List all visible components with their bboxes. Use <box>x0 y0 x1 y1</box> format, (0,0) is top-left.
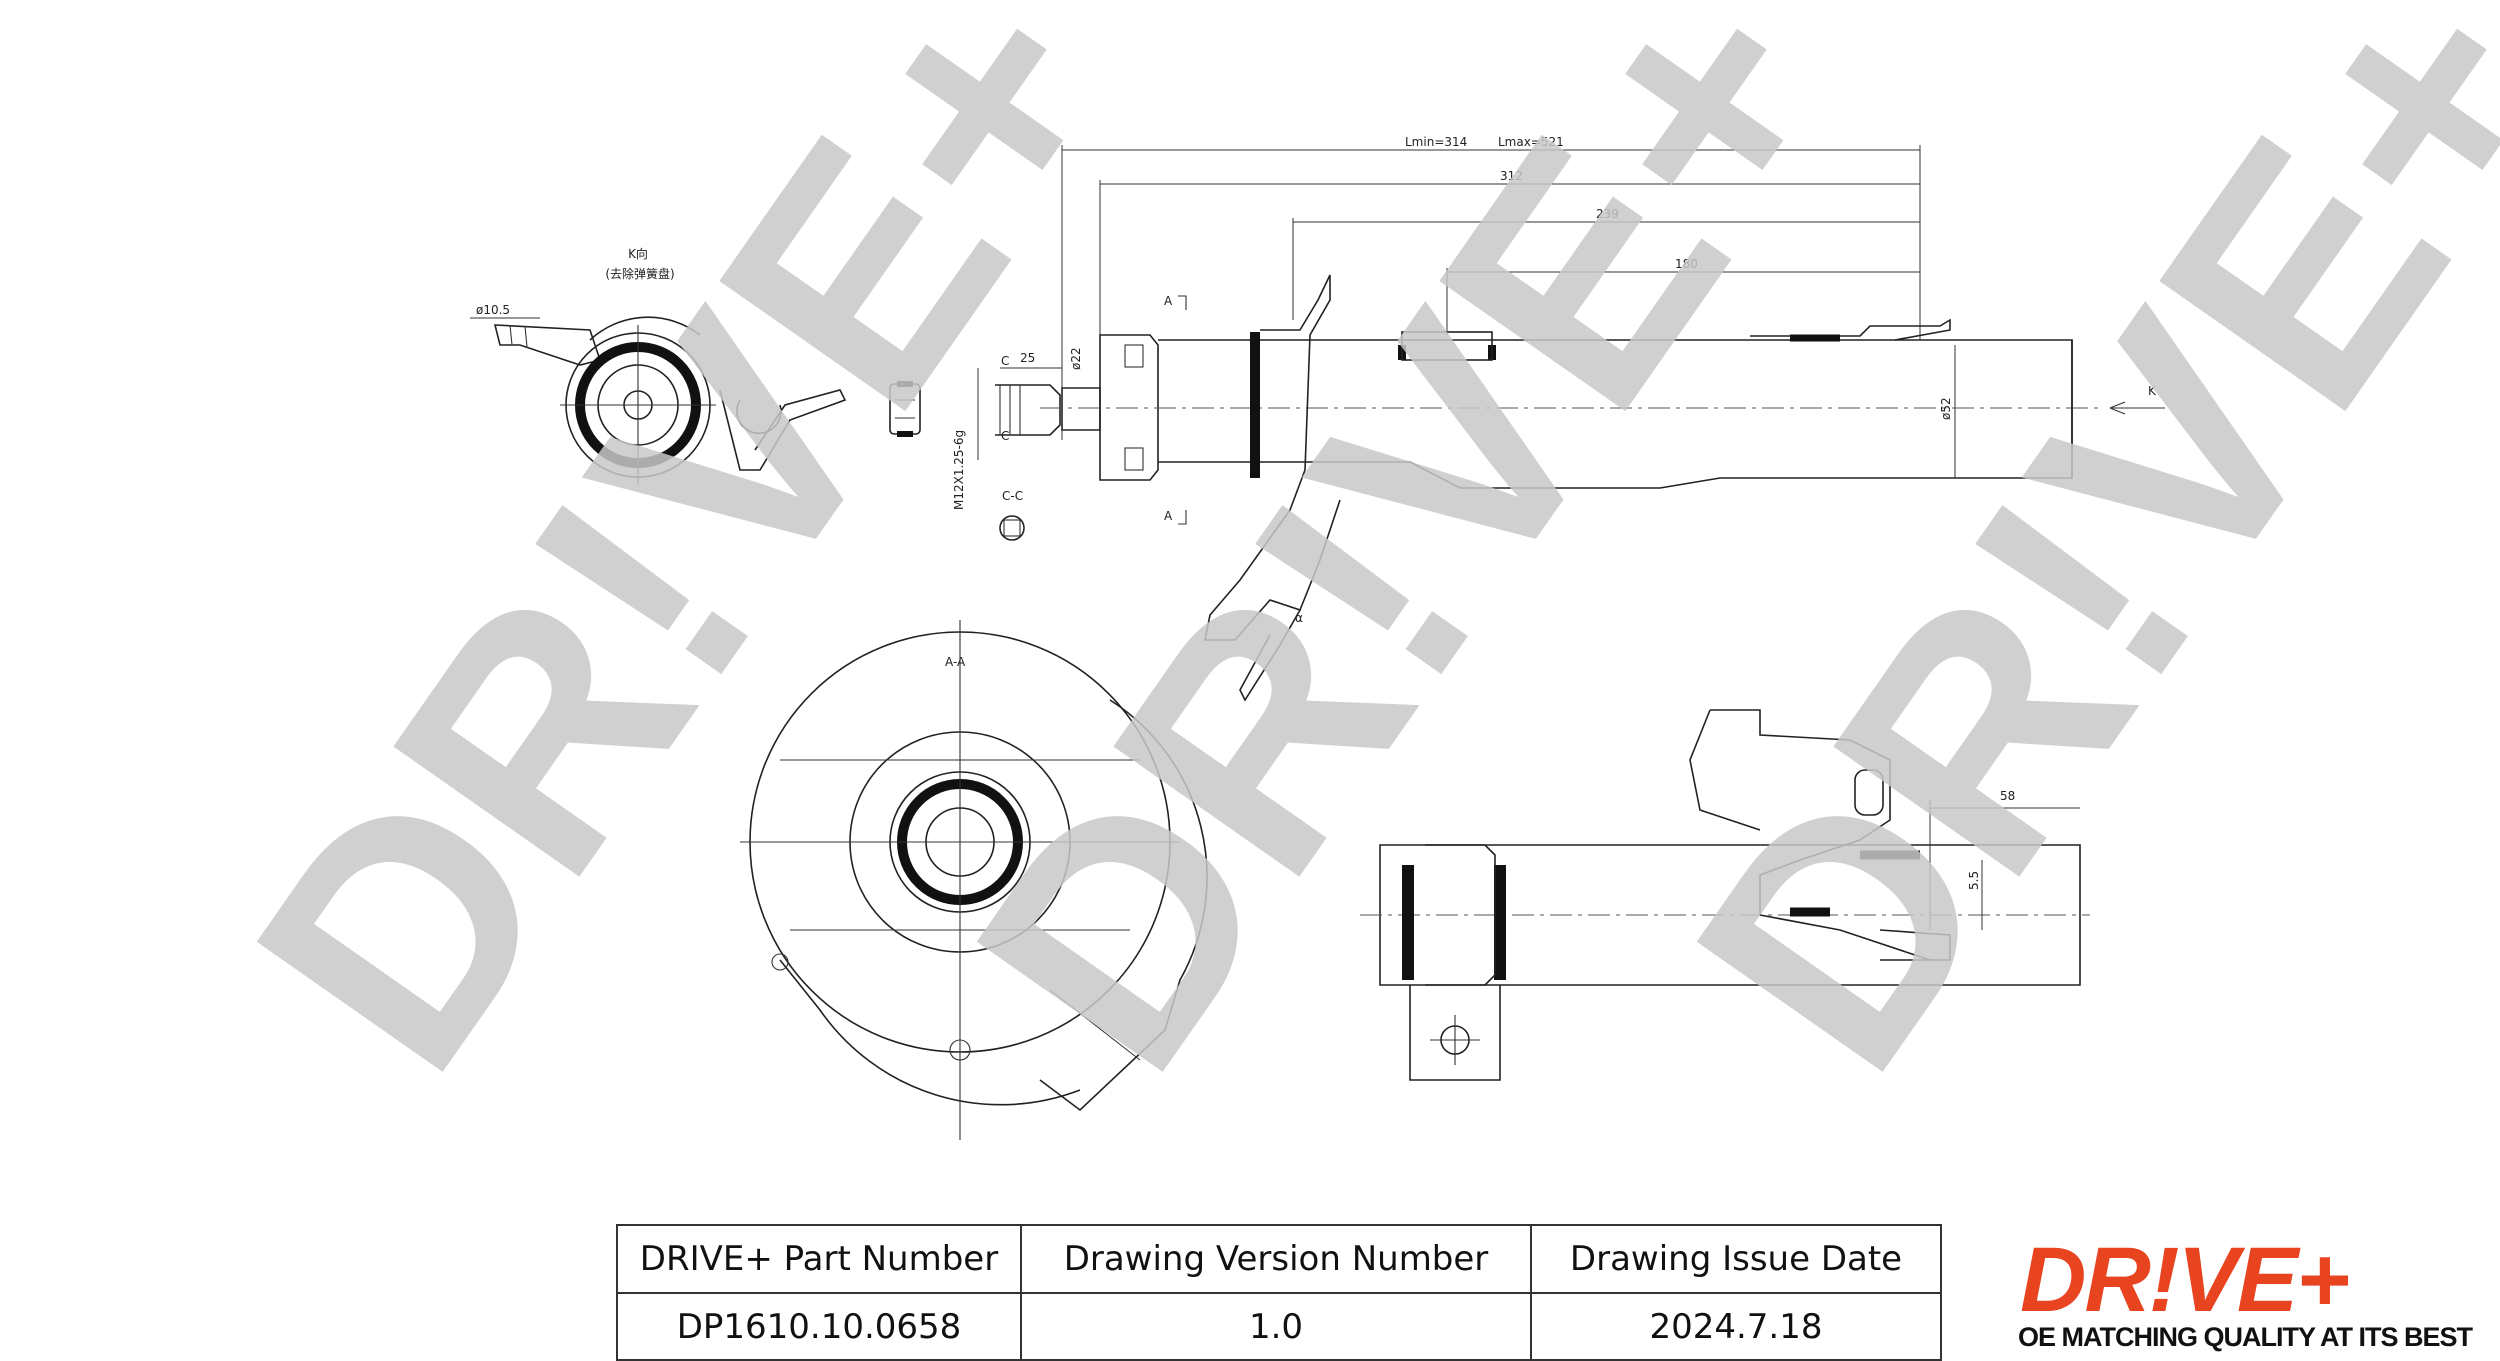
top-nut <box>889 381 921 437</box>
thread-label: M12X1.25-6g <box>952 430 966 510</box>
dim-dia52: ø52 <box>1939 397 1953 420</box>
watermark-layer: DR!VE+ DR!VE+ DR!VE+ <box>185 0 2500 1130</box>
alpha-label: α <box>1295 611 1303 625</box>
issue-date-header: Drawing Issue Date <box>1530 1224 1942 1294</box>
k-view-label: K向 <box>628 246 648 261</box>
version-value: 1.0 <box>1020 1292 1532 1361</box>
cut-c-top: C <box>1001 354 1009 368</box>
dim-25: 25 <box>1020 351 1035 365</box>
dim-180: 180 <box>1675 257 1698 271</box>
part-number-value: DP1610.10.0658 <box>616 1292 1022 1361</box>
part-number-header: DRIVE+ Part Number <box>616 1224 1022 1294</box>
cut-c-bottom: C <box>1001 429 1009 443</box>
section-a-a: A-A <box>740 620 1208 1140</box>
title-block: DRIVE+ Part Number Drawing Version Numbe… <box>616 1224 2500 1361</box>
dim-58: 58 <box>2000 789 2015 803</box>
section-a-top: A <box>1164 294 1173 308</box>
issue-date-value: 2024.7.18 <box>1530 1292 1942 1361</box>
version-header: Drawing Version Number <box>1020 1224 1532 1294</box>
k-view-note: (去除弹簧盘) <box>605 266 674 281</box>
bottom-bracket-detail: 58 5.5 <box>1360 709 2090 1081</box>
brand-logo: DR!VE+ OE MATCHING QUALITY AT ITS BEST <box>1940 1226 2500 1361</box>
logo-brand-text: DR!VE+ <box>2020 1229 2350 1331</box>
dim-lmax: Lmax=521 <box>1498 135 1564 149</box>
section-cc-label: C-C <box>1002 489 1023 503</box>
shock-absorber-main: Lmin=314 Lmax=521 312 239 180 ø52 <box>1040 135 2165 702</box>
section-aa-label: A-A <box>945 655 966 669</box>
section-a-bottom: A <box>1164 509 1173 523</box>
dim-5-5: 5.5 <box>1967 871 1981 890</box>
dim-lmin: Lmin=314 <box>1405 135 1467 149</box>
dim-239: 239 <box>1596 207 1619 221</box>
logo-tagline: OE MATCHING QUALITY AT ITS BEST <box>2018 1322 2473 1352</box>
dim-dia22: ø22 <box>1069 347 1083 370</box>
k-view-mount: K向 (去除弹簧盘) ø10.5 <box>470 246 847 485</box>
dia-10-5-label: ø10.5 <box>476 303 510 317</box>
k-arrow-label: K <box>2148 384 2157 398</box>
dim-312: 312 <box>1500 169 1523 183</box>
thread-detail: C C M12X1.25-6g C-C 25 ø22 <box>952 347 1083 541</box>
